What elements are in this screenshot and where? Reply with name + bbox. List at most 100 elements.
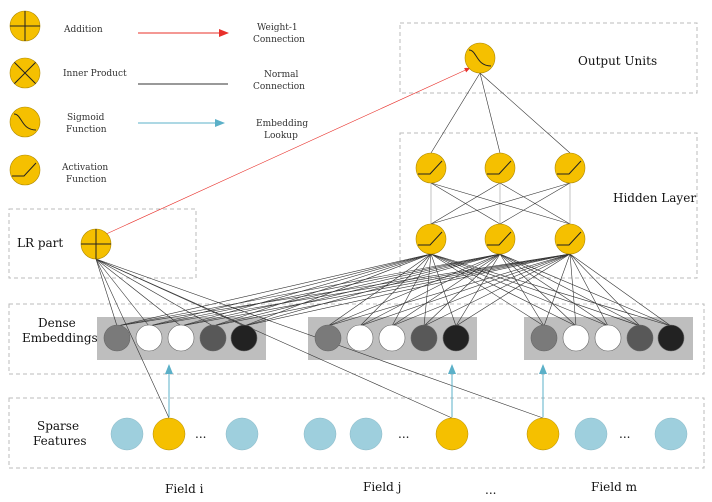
- embedding-hidden-link: [455, 253, 571, 327]
- field-i-label: Field i: [165, 482, 204, 496]
- activation-curve: [418, 160, 443, 175]
- lr-part-box: [8, 208, 197, 279]
- embedding-hidden-link: [116, 253, 432, 327]
- embedding-node: [410, 324, 438, 352]
- hidden-activation-node: [415, 152, 447, 184]
- embedding-node: [530, 324, 558, 352]
- embedding-hidden-link: [243, 253, 501, 327]
- embedding-hidden-link: [499, 253, 641, 327]
- sigmoid-icon: [9, 106, 41, 138]
- embedding-hidden-link: [499, 253, 577, 327]
- embedding-node: [135, 324, 163, 352]
- embedding-hidden-link: [327, 253, 432, 327]
- embedding-node: [314, 324, 342, 352]
- hidden-output-link: [479, 72, 501, 154]
- hidden-output-link: [479, 72, 571, 154]
- embedding-hidden-link: [359, 253, 501, 327]
- lr-part-label: LR part: [17, 236, 63, 250]
- embedding-hidden-link: [569, 253, 672, 327]
- field-m-label: Field m: [591, 480, 638, 494]
- legend-normal-label-2: Connection: [253, 82, 305, 92]
- embedding-hidden-link: [430, 253, 672, 327]
- embedding-hidden-link: [180, 253, 432, 327]
- field-ellipsis-label: ...: [485, 483, 496, 497]
- embedding-hidden-link: [391, 253, 571, 327]
- network-nodes: [80, 42, 688, 451]
- embedding-node: [346, 324, 374, 352]
- embedding-node: [199, 324, 227, 352]
- connection-lines: [95, 67, 672, 419]
- embedding-hidden-link: [212, 253, 501, 327]
- legend-addition-label: Addition: [63, 25, 103, 35]
- embedding-node: [562, 324, 590, 352]
- hidden-layer-box: [399, 132, 698, 279]
- hidden-output-link: [430, 72, 481, 154]
- sparse-inactive-node: [349, 417, 383, 451]
- legend-activation-label-2: Function: [66, 175, 107, 185]
- sparse-inactive-node: [225, 417, 259, 451]
- legend-inner-product-label: Inner Product: [63, 69, 127, 79]
- activation-curve: [557, 160, 582, 175]
- hidden-activation-node: [484, 223, 516, 255]
- embedding-node: [103, 324, 131, 352]
- weight1-arrow: [103, 67, 471, 236]
- legend-sigmoid-label-2: Function: [66, 125, 107, 135]
- sparse-features-box: [8, 397, 705, 469]
- embedding-hidden-link: [543, 253, 571, 327]
- embedding-hidden-link: [455, 253, 501, 327]
- embedding-node: [442, 324, 470, 352]
- embedding-hidden-link: [212, 253, 571, 327]
- sparse-features-label-2: Features: [33, 434, 86, 448]
- legend-activation-label-1: Activation: [61, 163, 108, 173]
- activation-icon: [9, 154, 41, 186]
- activation-curve: [487, 160, 512, 175]
- sparse-ellipsis-j: ...: [398, 427, 409, 441]
- embedding-hidden-link: [430, 253, 577, 327]
- embedding-hidden-link: [327, 253, 571, 327]
- embedding-node: [626, 324, 654, 352]
- hidden-activation-node: [484, 152, 516, 184]
- embedding-hidden-link: [359, 253, 432, 327]
- inner-product-icon: [9, 57, 41, 89]
- legend-sigmoid-label-1: Sigmoid: [67, 113, 105, 123]
- embedding-hidden-link: [499, 253, 672, 327]
- embedding-hidden-link: [569, 253, 577, 327]
- sparse-inactive-node: [574, 417, 608, 451]
- output-units-box: [399, 22, 698, 94]
- legend-weight1-label-1: Weight-1: [257, 23, 298, 33]
- dense-embeddings-box: [8, 303, 705, 375]
- embedding-hidden-link: [148, 253, 501, 327]
- embedding-hidden-link: [499, 253, 609, 327]
- embedding-hidden-link: [359, 253, 571, 327]
- embedding-hidden-link: [499, 253, 545, 327]
- legend-embedding-label-1: Embedding: [256, 119, 308, 129]
- embedding-node: [230, 324, 258, 352]
- hidden-layer-label: Hidden Layer: [613, 191, 696, 205]
- output-units-label: Output Units: [578, 54, 657, 68]
- embedding-hidden-link: [180, 253, 501, 327]
- embedding-hidden-link: [430, 253, 641, 327]
- lr-embedding-link: [95, 258, 150, 327]
- hidden-activation-node: [554, 152, 586, 184]
- embedding-hidden-link: [148, 253, 432, 327]
- sparse-inactive-node: [110, 417, 144, 451]
- activation-curve: [487, 231, 512, 246]
- embedding-hidden-link: [391, 253, 501, 327]
- embedding-hidden-link: [212, 253, 432, 327]
- legend-embedding-label-2: Lookup: [264, 131, 298, 141]
- embedding-hidden-link: [569, 253, 641, 327]
- sparse-active-node: [152, 417, 186, 451]
- embedding-node: [657, 324, 685, 352]
- embedding-hidden-link: [243, 253, 571, 327]
- lr-embedding-link: [95, 258, 182, 327]
- hidden-activation-node: [554, 223, 586, 255]
- embedding-node: [378, 324, 406, 352]
- output-sigmoid-node: [464, 42, 496, 74]
- sparse-inactive-node: [654, 417, 688, 451]
- embedding-hidden-link: [423, 253, 432, 327]
- embedding-hidden-link: [430, 253, 545, 327]
- addition-icon: [9, 10, 41, 42]
- hidden-activation-node: [415, 223, 447, 255]
- dense-embeddings-label-1: Dense: [38, 316, 76, 330]
